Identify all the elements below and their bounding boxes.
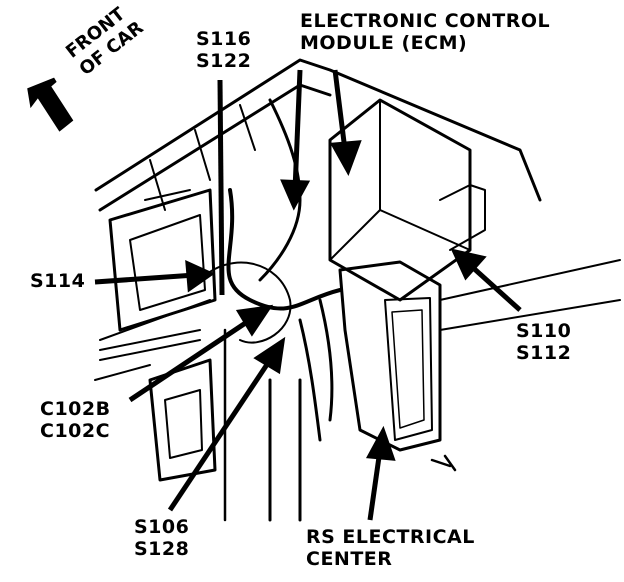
cowl-inner (129, 214, 206, 311)
ecm-label-line-2: MODULE (ECM) (300, 32, 468, 54)
leader-c102 (128, 317, 252, 403)
ecm-edge (329, 99, 471, 261)
s128-text: S128 (134, 538, 190, 560)
arrowhead-s110 (450, 248, 487, 281)
leader-s116 (217, 79, 225, 296)
cross-right (439, 259, 621, 331)
leader-s110 (468, 263, 522, 312)
arrowhead-s114 (185, 259, 216, 293)
rs-center-face (384, 297, 433, 441)
arrowhead-s106 (253, 336, 286, 375)
cowl-panel (108, 188, 217, 332)
cowl-slot (144, 189, 191, 201)
ecm-label-line-1: ELECTRONIC CONTROL (300, 10, 551, 32)
s110-text: S110 (516, 320, 572, 342)
inner-fender (94, 299, 211, 381)
harness-upper (258, 98, 302, 282)
rs-line-1: RS ELECTRICAL (306, 526, 475, 548)
harness-down-1 (298, 318, 322, 442)
arrowhead-c102 (235, 304, 274, 337)
firewall-ribs (149, 104, 256, 211)
harness-coil (199, 261, 292, 344)
front-arrow (27, 77, 74, 132)
rs-center-inner (391, 309, 425, 429)
s116-text: S116 (196, 28, 252, 50)
bolt (430, 454, 457, 472)
leader-ecm-1 (332, 69, 348, 151)
s110-s112-label: S110 S112 (516, 320, 571, 364)
firewall-outline (94, 58, 542, 202)
cross-left (99, 329, 201, 361)
ecm-label: ELECTRONIC CONTROL MODULE (ECM) (300, 10, 550, 54)
ecm-connectors (439, 184, 486, 251)
rs-center-box (338, 260, 442, 452)
strut-detail (164, 389, 203, 459)
rs-line-2: CENTER (306, 548, 393, 570)
pipe-lower (268, 378, 302, 522)
arrowhead-ecm-2 (280, 179, 311, 211)
arrowhead-rs (365, 425, 396, 461)
c102b-text: C102B (40, 398, 111, 420)
s116-s122-label: S116 S122 (196, 28, 251, 72)
s106-text: S106 (134, 516, 190, 538)
harness-main (226, 188, 342, 311)
c102-label: C102B C102C (40, 398, 111, 442)
s106-s128-label: S106 S128 (134, 516, 189, 560)
leader-rs (367, 449, 383, 521)
s122-text: S122 (196, 50, 252, 72)
leader-s114 (94, 272, 196, 285)
c102c-text: C102C (40, 420, 111, 442)
leader-ecm-2 (292, 69, 303, 191)
s114-label: S114 (30, 270, 86, 292)
arrowhead-ecm-1 (329, 140, 362, 176)
harness-down-2 (318, 298, 334, 422)
s112-text: S112 (516, 342, 572, 364)
rs-electrical-center-label: RS ELECTRICAL CENTER (306, 526, 475, 570)
leader-s106 (167, 358, 273, 512)
strut-tower (148, 358, 217, 482)
